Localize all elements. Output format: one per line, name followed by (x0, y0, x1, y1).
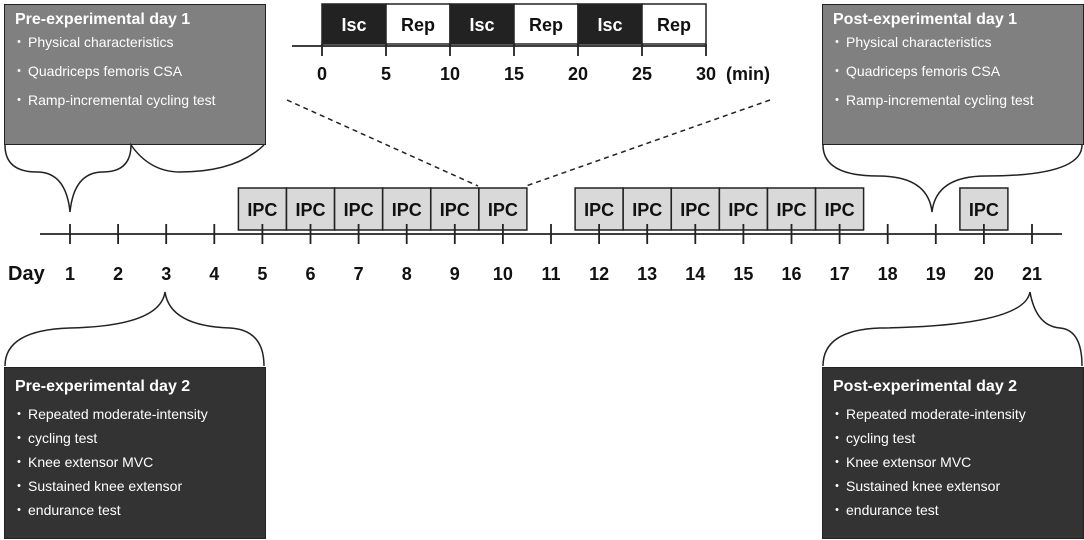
protocol-tick-label: 25 (632, 64, 652, 84)
segment-label: Rep (401, 15, 435, 35)
day-label: 15 (733, 264, 753, 284)
ipc-box (333, 187, 384, 231)
box-item: Physical characteristics (12, 35, 265, 51)
segment-label: Isc (597, 15, 622, 35)
pre-experimental-day2-box: Pre-experimental day 2 Repeated moderate… (4, 367, 266, 539)
day-label: 4 (209, 264, 219, 284)
day-label: 9 (450, 264, 460, 284)
box-item-continued: endurance test (830, 498, 1083, 522)
day-label: 12 (589, 264, 609, 284)
protocol-unit: (min) (726, 64, 770, 84)
bracket-post2 (822, 291, 1083, 367)
box-item: Sustained knee extensor (830, 474, 1083, 498)
day-label: 18 (878, 264, 898, 284)
day-label: 17 (830, 264, 850, 284)
day-label: 16 (781, 264, 801, 284)
ipc-label: IPC (488, 200, 518, 220)
zoom-line-left (286, 99, 479, 187)
ipc-label: IPC (680, 200, 710, 220)
ipc-label: IPC (584, 200, 614, 220)
ipc-label: IPC (728, 200, 758, 220)
ipc-box (718, 187, 769, 231)
ipc-box (478, 187, 528, 231)
segment-label: Rep (657, 15, 691, 35)
box-item: Ramp-incremental cycling test (830, 93, 1083, 109)
protocol-tick-label: 15 (504, 64, 524, 84)
day-label: 2 (113, 264, 123, 284)
box-item-continued: endurance test (12, 498, 265, 522)
ipc-label: IPC (392, 200, 422, 220)
segment-label: Rep (529, 15, 563, 35)
box-item: Repeated moderate-intensity (12, 402, 265, 426)
isc-segment (321, 3, 387, 45)
ipc-box (814, 187, 865, 231)
ipc-label: IPC (295, 200, 325, 220)
ipc-label: IPC (776, 200, 806, 220)
rep-segment (641, 3, 707, 45)
segment-label: Isc (341, 15, 366, 35)
segment-label: Isc (469, 15, 494, 35)
day-label: 20 (974, 264, 994, 284)
post-experimental-day2-box: Post-experimental day 2 Repeated moderat… (822, 367, 1084, 539)
pre-experimental-day1-box: Pre-experimental day 1 Physical characte… (4, 4, 266, 145)
box-item: Knee extensor MVC (12, 450, 265, 474)
day-label: 19 (926, 264, 946, 284)
day-label: 13 (637, 264, 657, 284)
protocol-tick-label: 20 (568, 64, 588, 84)
box-items: Physical characteristics Quadriceps femo… (5, 33, 265, 109)
day-label: 6 (305, 264, 315, 284)
ipc-label: IPC (344, 200, 374, 220)
box-item-continued: cycling test (830, 426, 1083, 450)
box-items: Repeated moderate-intensity cycling test… (823, 402, 1083, 522)
day-label: 1 (65, 264, 75, 284)
ipc-label: IPC (440, 200, 470, 220)
protocol-bar: Isc Rep Isc Rep Isc Rep 0 5 10 15 20 25 30 (min) (292, 3, 770, 84)
isc-segment (577, 3, 643, 45)
bracket-pre1 (4, 142, 265, 213)
day-label: 11 (541, 264, 560, 284)
box-item: Repeated moderate-intensity (830, 402, 1083, 426)
box-item-continued: cycling test (12, 426, 265, 450)
box-item: Sustained knee extensor (12, 474, 265, 498)
day-label: 21 (1022, 264, 1042, 284)
box-items: Repeated moderate-intensity cycling test… (5, 402, 265, 522)
box-item: Knee extensor MVC (830, 450, 1083, 474)
bracket-pre2 (4, 291, 265, 367)
protocol-tick-label: 30 (696, 64, 716, 84)
day-axis-label: Day (8, 263, 46, 285)
box-items: Physical characteristics Quadriceps femo… (823, 33, 1083, 109)
box-title: Post-experimental day 2 (833, 378, 1018, 395)
box-item: Quadriceps femoris CSA (12, 64, 265, 80)
box-title: Post-experimental day 1 (833, 11, 1018, 28)
day-label: 10 (493, 264, 513, 284)
ipc-sessions: IPC IPC IPC IPC IPC IPC IPC IPC IPC IPC IPC IPC IPC (237, 187, 1009, 231)
protocol-tick-label: 0 (317, 64, 327, 84)
day-label: 7 (354, 264, 364, 284)
day-label: 5 (257, 264, 267, 284)
day-label: 3 (161, 264, 171, 284)
protocol-tick-label: 10 (440, 64, 460, 84)
day-label: 14 (685, 264, 705, 284)
box-item: Quadriceps femoris CSA (830, 64, 1083, 80)
ipc-label: IPC (632, 200, 662, 220)
day-label: 8 (402, 264, 412, 284)
rep-segment (385, 3, 451, 45)
ipc-label: IPC (969, 200, 999, 220)
box-item: Ramp-incremental cycling test (12, 93, 265, 109)
box-title: Pre-experimental day 1 (15, 11, 191, 28)
ipc-label: IPC (825, 200, 855, 220)
bracket-post1 (822, 144, 1083, 213)
zoom-line-right (525, 99, 771, 187)
protocol-tick-label: 5 (381, 64, 391, 84)
ipc-box (285, 187, 336, 231)
box-item: Physical characteristics (830, 35, 1083, 51)
post-experimental-day1-box: Post-experimental day 1 Physical charact… (822, 4, 1084, 145)
box-title: Pre-experimental day 2 (15, 378, 191, 395)
ipc-label: IPC (247, 200, 277, 220)
